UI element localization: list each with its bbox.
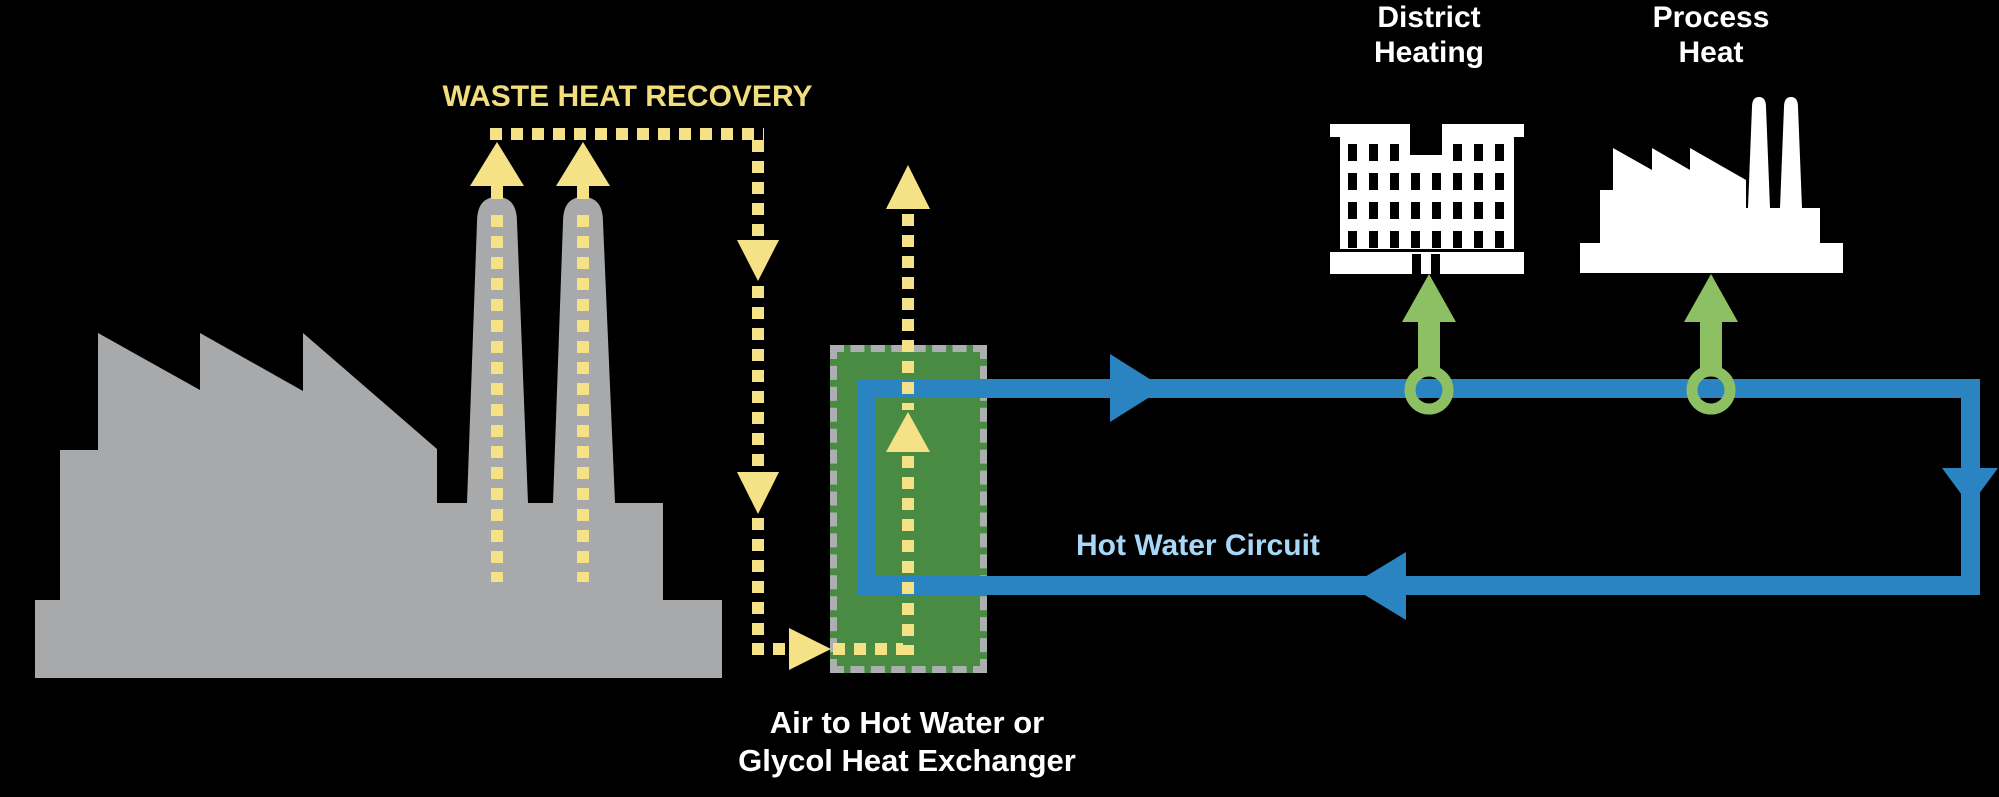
heat-exchanger-label-line2: Glycol Heat Exchanger [738,743,1076,778]
supply-right-arrow-icon [1110,354,1164,422]
process-heat-label-line2: Heat [1678,36,1744,69]
return-left-arrow-icon [1350,552,1406,620]
pipe-return-bottom [875,576,1980,595]
recovery-duct-to-exchanger [752,643,790,655]
waste-heat-arrows [470,142,930,670]
recovery-duct-horizontal [490,128,764,140]
hot-water-circuit-label: Hot Water Circuit [1076,529,1320,562]
return-down-arrow-icon [1942,468,1998,506]
process-up-arrow-icon [1684,274,1738,322]
building-door-left [1412,254,1421,274]
recovery-duct-vertical-2 [752,286,764,468]
heat-exchanger-label-line1: Air to Hot Water or [769,705,1045,740]
process-tap-ring-icon [1686,365,1736,415]
district-up-arrow-icon [1402,274,1456,322]
district-heating-connector [1402,274,1456,415]
chimney-1-dashed-flow [491,215,503,582]
exchanger-exhaust-vertical-flow [902,214,914,410]
district-heating-label-line2: Heating [1373,36,1484,69]
pipe-flow-arrows [1110,354,1998,620]
process-heat-factory-icon [1580,97,1843,273]
exchanger-inner-horizontal-flow [833,643,903,655]
exchanger-inner-vertical-flow [902,456,914,655]
duct-down-arrow-2-icon [737,472,779,514]
process-heat-label-line1: Process [1652,1,1770,34]
pipe-exchanger-riser [857,379,875,595]
district-heating-label-line1: District [1377,1,1481,34]
process-heat-connector [1684,274,1738,415]
district-heating-label: District Heating [1329,0,1529,70]
district-heating-building-icon [1330,124,1524,274]
process-heat-label: Process Heat [1611,0,1811,70]
recovery-duct-vertical-1 [752,140,764,237]
building-roof-notch [1410,124,1442,155]
district-tap-ring-icon [1404,365,1454,415]
recovery-duct-vertical-3 [752,518,764,655]
building-door-right [1431,254,1440,274]
duct-right-arrow-icon [789,628,831,670]
exchanger-exhaust-up-arrow-icon [886,165,930,209]
heat-exchanger-label: Air to Hot Water or Glycol Heat Exchange… [657,704,1157,780]
factory-body [35,333,722,678]
process-factory-body [1580,148,1843,273]
duct-down-arrow-1-icon [737,240,779,281]
chimney-2-dashed-flow [577,215,589,582]
chimney-2-up-arrow-icon [556,142,610,186]
chimney-1-up-arrow-icon [470,142,524,186]
exchanger-inner-up-arrow-icon [886,412,930,452]
waste-heat-recovery-label: WASTE HEAT RECOVERY [442,80,813,113]
